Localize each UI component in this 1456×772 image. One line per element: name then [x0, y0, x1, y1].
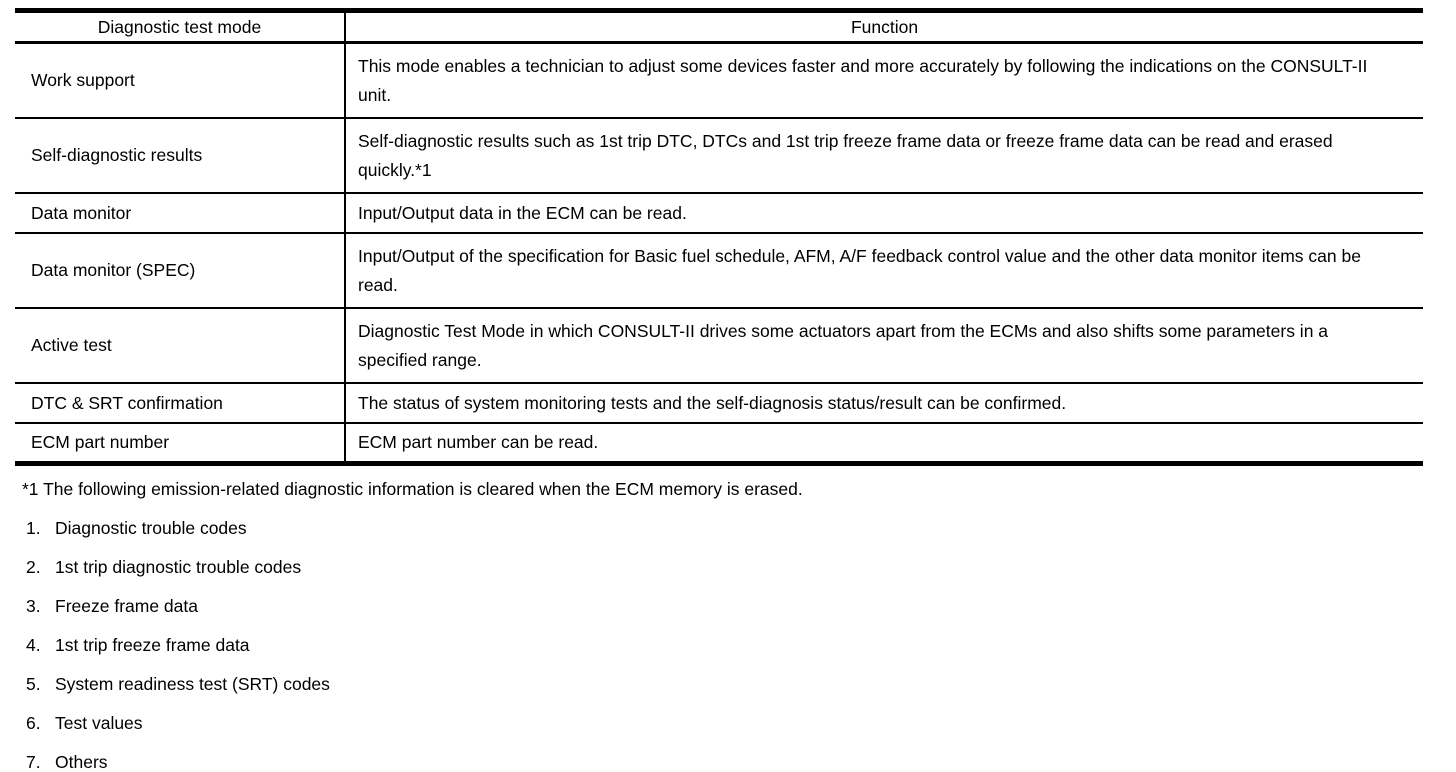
table-row: Active test Diagnostic Test Mode in whic…	[15, 308, 1423, 384]
list-item-number: 1.	[26, 518, 41, 538]
diagnostic-test-mode-table: Diagnostic test mode Function Work suppo…	[15, 8, 1423, 466]
list-item: 1. Diagnostic trouble codes	[22, 518, 1456, 538]
function-cell: Self-diagnostic results such as 1st trip…	[345, 118, 1423, 194]
list-item-text: Diagnostic trouble codes	[55, 518, 247, 538]
table-row: DTC & SRT confirmation The status of sys…	[15, 383, 1423, 424]
list-item-number: 2.	[26, 557, 41, 577]
list-item-number: 7.	[26, 752, 41, 772]
footnote-text: *1 The following emission-related diagno…	[22, 479, 803, 499]
list-item-text: Others	[55, 752, 108, 772]
footnote-section: *1 The following emission-related diagno…	[12, 480, 1456, 771]
list-item: 4. 1st trip freeze frame data	[22, 635, 1456, 655]
function-cell: Input/Output of the specification for Ba…	[345, 233, 1423, 309]
column-header-function: Function	[345, 10, 1423, 44]
list-item: 6. Test values	[22, 713, 1456, 733]
mode-cell: Active test	[15, 308, 346, 384]
mode-cell: Data monitor	[15, 193, 346, 234]
list-item: 3. Freeze frame data	[22, 596, 1456, 616]
list-item-text: Test values	[55, 713, 143, 733]
table-row: Work support This mode enables a technic…	[15, 42, 1423, 119]
table-row: Self-diagnostic results Self-diagnostic …	[15, 118, 1423, 194]
list-item-number: 3.	[26, 596, 41, 616]
function-cell: Diagnostic Test Mode in which CONSULT-II…	[345, 308, 1423, 384]
list-item-text: 1st trip freeze frame data	[55, 635, 250, 655]
mode-cell: Self-diagnostic results	[15, 118, 346, 194]
list-item: 2. 1st trip diagnostic trouble codes	[22, 557, 1456, 577]
list-item-text: System readiness test (SRT) codes	[55, 674, 330, 694]
function-cell: Input/Output data in the ECM can be read…	[345, 193, 1423, 234]
function-cell: The status of system monitoring tests an…	[345, 383, 1423, 424]
list-item: 5. System readiness test (SRT) codes	[22, 674, 1456, 694]
mode-cell: DTC & SRT confirmation	[15, 383, 346, 424]
table-row: ECM part number ECM part number can be r…	[15, 423, 1423, 464]
function-cell: This mode enables a technician to adjust…	[345, 42, 1423, 119]
mode-cell: Data monitor (SPEC)	[15, 233, 346, 309]
table-header-row: Diagnostic test mode Function	[15, 10, 1423, 44]
mode-cell: Work support	[15, 42, 346, 119]
list-item-text: Freeze frame data	[55, 596, 198, 616]
function-cell: ECM part number can be read.	[358, 432, 599, 452]
list-item-number: 4.	[26, 635, 41, 655]
list-item-number: 5.	[26, 674, 41, 694]
list-item-text: 1st trip diagnostic trouble codes	[55, 557, 302, 577]
list-item-number: 6.	[26, 713, 41, 733]
mode-cell: ECM part number	[15, 423, 346, 464]
column-header-diagnostic-test-mode: Diagnostic test mode	[15, 10, 346, 44]
numbered-list: 1. Diagnostic trouble codes 2. 1st trip …	[22, 518, 1456, 772]
list-item: 7. Others	[22, 752, 1456, 772]
table-row: Data monitor Input/Output data in the EC…	[15, 193, 1423, 234]
table-row: Data monitor (SPEC) Input/Output of the …	[15, 233, 1423, 309]
